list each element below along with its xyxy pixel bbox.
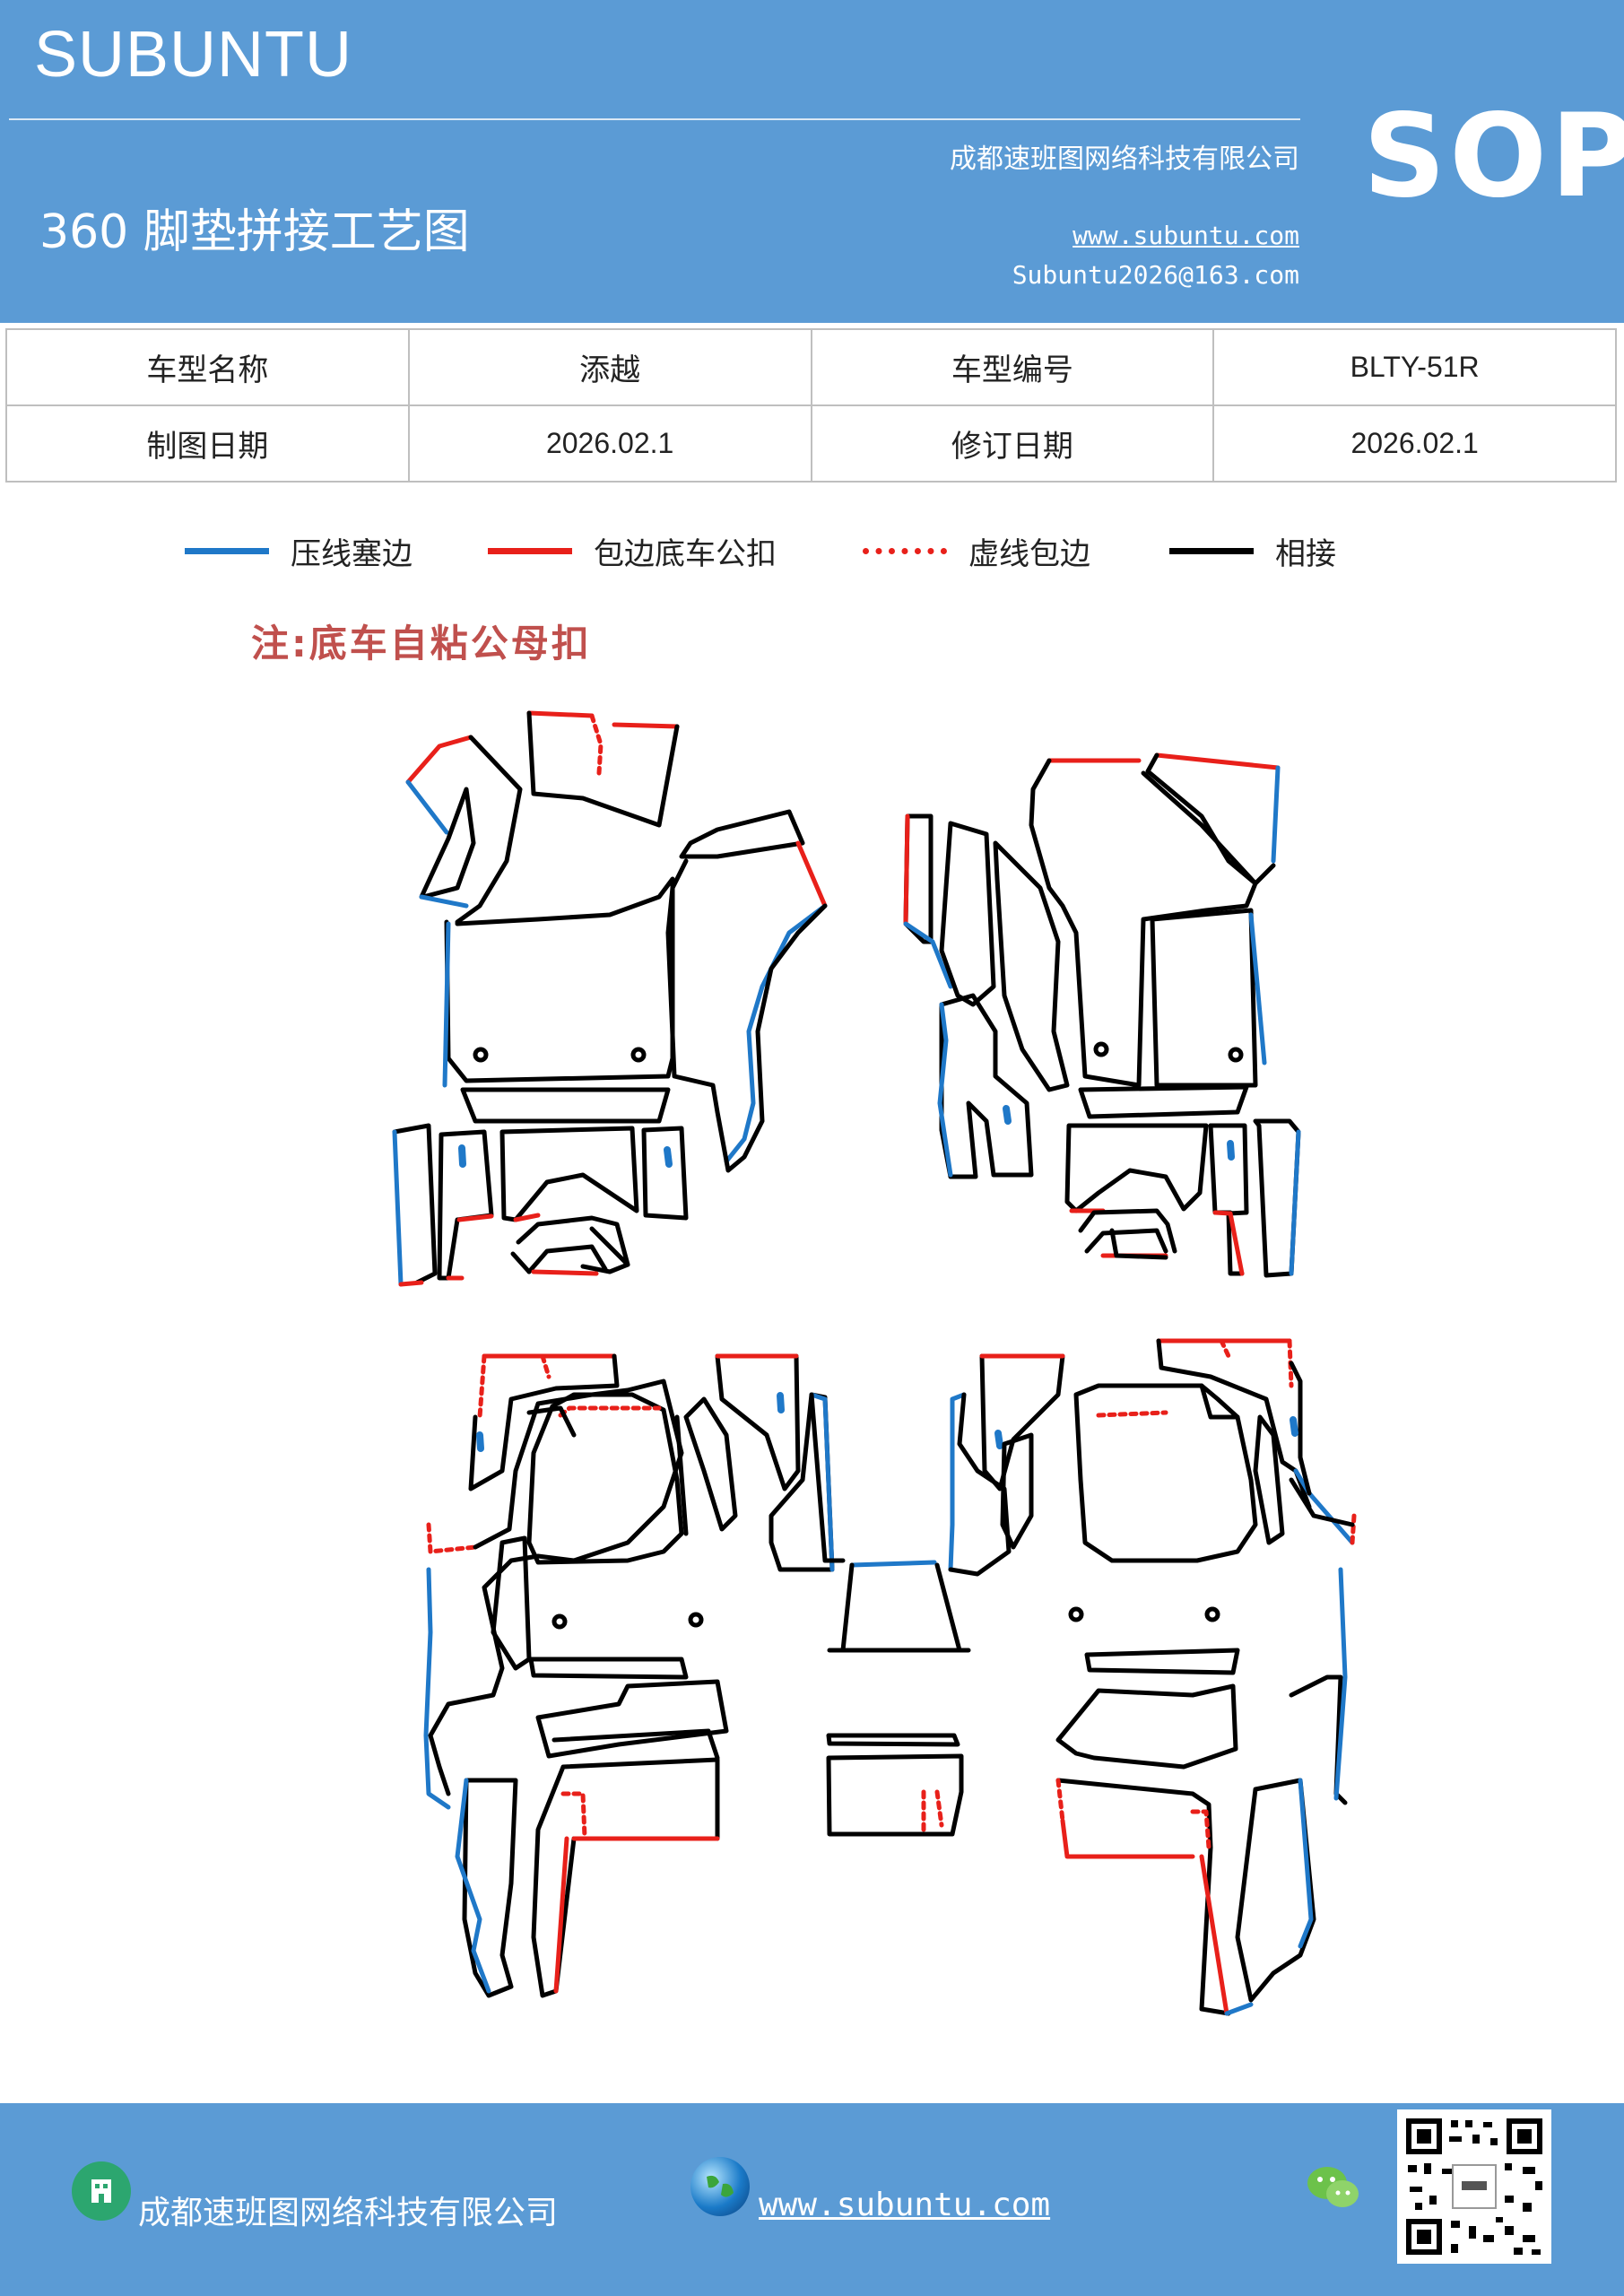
footer-website-link[interactable]: www.subuntu.com [759,2187,1051,2223]
line-legend: 压线塞边 包边底车公扣 虚线包边 相接 [0,529,1624,574]
legend-item: 压线塞边 [185,529,413,573]
front-left-mats [392,710,828,1287]
table-row: 制图日期 2026.02.1 修订日期 2026.02.1 [5,404,1617,483]
table-cell: 车型编号 [810,328,1215,406]
legend-label: 相接 [1275,536,1336,572]
table-cell: 2026.02.1 [1212,404,1617,483]
legend-label: 虚线包边 [968,536,1090,572]
front-right-mats [903,752,1301,1278]
vehicle-info-table: 车型名称 添越 车型编号 BLTY-51R 制图日期 2026.02.1 修订日… [5,328,1617,483]
header-company: 成都速班图网络科技有限公司 [950,144,1299,175]
wechat-icon[interactable] [1302,2161,1365,2215]
table-cell: 2026.02.1 [407,404,812,483]
legend-label: 压线塞边 [291,536,413,572]
rear-right-mats [948,1338,1357,2016]
center-tunnel-mats [809,1392,971,1837]
table-cell: BLTY-51R [1212,328,1617,406]
legend-swatch [863,548,947,554]
header-website-link[interactable]: www.subuntu.com [1073,221,1299,250]
globe-icon [690,2157,750,2216]
brand-name: SUBUNTU [34,19,353,91]
table-cell: 制图日期 [5,404,410,483]
legend-item: 包边底车公扣 [488,529,777,573]
rear-left-mats [423,1353,835,1998]
table-cell: 添越 [407,328,812,406]
table-row: 车型名称 添越 车型编号 BLTY-51R [5,328,1617,406]
sop-badge: SOP [1363,90,1624,223]
floor-mat-diagram [392,710,1357,2016]
table-cell: 车型名称 [5,328,410,406]
page-title: 360 脚垫拼接工艺图 [39,205,470,259]
header-email: Subuntu2026@163.com [1012,260,1299,290]
legend-swatch [488,548,572,554]
qr-code [1397,2109,1551,2264]
header-divider [9,118,1300,120]
note-text: 注:底车自粘公母扣 [251,622,592,665]
legend-label: 包边底车公扣 [594,536,777,572]
table-cell: 修订日期 [810,404,1215,483]
legend-item: 虚线包边 [863,529,1090,573]
header-banner [0,0,1624,323]
legend-swatch [1169,548,1254,554]
legend-swatch [185,548,269,554]
legend-item: 相接 [1169,529,1336,573]
building-icon [72,2161,131,2221]
footer-company: 成都速班图网络科技有限公司 [138,2195,559,2231]
